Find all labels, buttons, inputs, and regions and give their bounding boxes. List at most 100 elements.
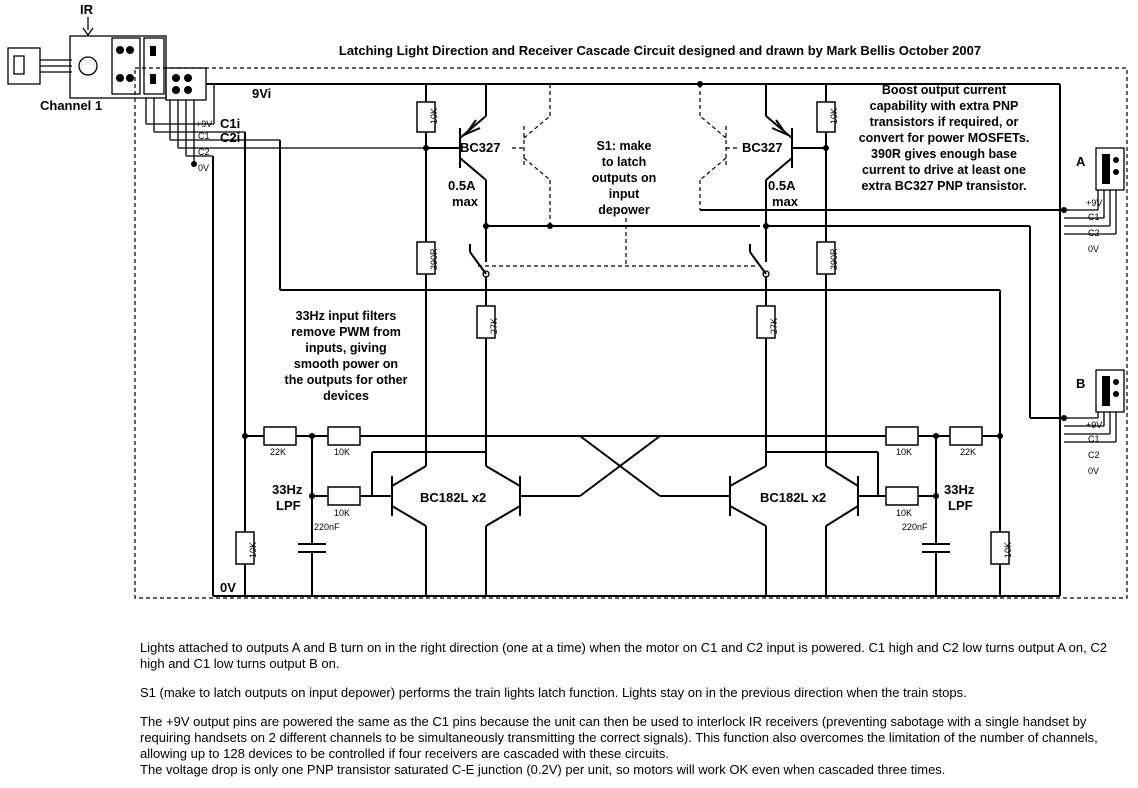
current-right-line2: max xyxy=(772,194,799,209)
diagram-title: Latching Light Direction and Receiver Ca… xyxy=(339,43,981,58)
svg-text:extra BC327 PNP transistor.: extra BC327 PNP transistor. xyxy=(861,179,1026,193)
output-connector-a xyxy=(1059,84,1125,596)
c2i-label: C2i xyxy=(220,130,240,145)
junction-output-a xyxy=(1061,207,1067,213)
r-10k-left-series-label: 10K xyxy=(334,447,350,457)
npn-transistors-left xyxy=(371,451,521,596)
description-paragraph-1: Lights attached to outputs A and B turn … xyxy=(140,640,1107,671)
svg-text:current to drive at least one: current to drive at least one xyxy=(862,163,1026,177)
svg-text:the outputs for other: the outputs for other xyxy=(285,373,408,387)
svg-text:depower: depower xyxy=(598,203,650,217)
channel-label: Channel 1 xyxy=(40,98,102,113)
pin-label-9v-b: +9V xyxy=(1086,420,1102,430)
output-connector-b xyxy=(1064,369,1125,443)
pin-label-0v-a: 0V xyxy=(1088,244,1099,254)
resistor-10k-right-series xyxy=(885,426,919,446)
pnp-transistor-right xyxy=(765,84,793,244)
svg-text:to latch: to latch xyxy=(602,155,646,169)
pin-label-c1-in: C1 xyxy=(198,131,210,141)
pin-label-c1-b: C1 xyxy=(1088,434,1100,444)
capacitor-220nf-left xyxy=(298,543,326,553)
svg-text:devices: devices xyxy=(323,389,369,403)
note-boost: Boost output current capability with ext… xyxy=(859,83,1030,193)
description-paragraph-4: The voltage drop is only one PNP transis… xyxy=(140,762,946,777)
r-390r-right-label: 390R xyxy=(829,248,839,270)
resistor-22k-left xyxy=(263,426,297,446)
npn-transistors-right xyxy=(729,451,879,596)
description-notes: Lights attached to outputs A and B turn … xyxy=(140,640,1120,778)
svg-text:33Hz input filters: 33Hz input filters xyxy=(296,309,397,323)
svg-text:capability with extra PNP: capability with extra PNP xyxy=(870,99,1019,113)
r-10k-right-top-label: 10K xyxy=(829,108,839,124)
r-22k-right-label: 22K xyxy=(960,447,976,457)
svg-text:inputs, giving: inputs, giving xyxy=(305,341,386,355)
svg-text:transistors if required, or: transistors if required, or xyxy=(870,115,1019,129)
pin-label-c1-a: C1 xyxy=(1088,212,1100,222)
output-a-label: A xyxy=(1076,154,1086,169)
r-10k-right-base-label: 10K xyxy=(896,508,912,518)
description-paragraph-2: S1 (make to latch outputs on input depow… xyxy=(140,685,967,700)
lpf-right-line2: LPF xyxy=(948,498,973,513)
note-filters: 33Hz input filters remove PWM from input… xyxy=(285,309,408,403)
junction-left-emitter xyxy=(483,223,489,229)
junction-output-b xyxy=(1061,415,1067,421)
capacitor-220nf-right xyxy=(922,543,950,553)
lpf-right-line1: 33Hz xyxy=(944,482,975,497)
extra-pnp-left-dashed xyxy=(512,84,551,226)
pin-label-0v-b: 0V xyxy=(1088,466,1099,476)
c-220nf-right-label: 220nF xyxy=(902,522,928,532)
pin-label-0v-in: 0V xyxy=(198,163,209,173)
r-22k-left-label: 22K xyxy=(270,447,286,457)
resistor-10k-left-series xyxy=(327,426,361,446)
pnp-left-label: BC327 xyxy=(460,140,500,155)
current-right-line1: 0.5A xyxy=(768,178,796,193)
svg-text:outputs on: outputs on xyxy=(592,171,657,185)
junction-right-extra-top xyxy=(697,81,703,87)
lpf-left-line1: 33Hz xyxy=(272,482,303,497)
r-27k-left-label: 27K xyxy=(489,318,499,334)
pnp-transistor-left xyxy=(459,84,487,244)
switch-s1-right xyxy=(749,244,770,306)
svg-text:Boost output current: Boost output current xyxy=(882,83,1007,97)
ir-receiver-connector xyxy=(7,35,207,164)
rail-0v-label: 0V xyxy=(220,580,236,595)
note-s1: S1: make to latch outputs on input depow… xyxy=(592,139,657,217)
r-10k-left-top-label: 10K xyxy=(429,108,439,124)
junction-left-extra xyxy=(547,223,553,229)
r-27k-right-label: 27K xyxy=(769,318,779,334)
pin-label-c2-a: C2 xyxy=(1088,228,1100,238)
svg-text:390R gives enough base: 390R gives enough base xyxy=(871,147,1017,161)
wire-cross-diag-2 xyxy=(579,435,661,497)
svg-text:S1: make: S1: make xyxy=(597,139,652,153)
resistor-22k-right xyxy=(949,426,983,446)
r-390r-left-label: 390R xyxy=(429,248,439,270)
output-b-label: B xyxy=(1076,376,1085,391)
pin-label-9v-a: +9V xyxy=(1086,198,1102,208)
pin-label-c2-in: C2 xyxy=(198,147,210,157)
lpf-left-line2: LPF xyxy=(276,498,301,513)
svg-text:convert for power MOSFETs.: convert for power MOSFETs. xyxy=(859,131,1030,145)
c-220nf-left-label: 220nF xyxy=(314,522,340,532)
pin-label-c2-b: C2 xyxy=(1088,450,1100,460)
svg-text:remove PWM from: remove PWM from xyxy=(291,325,401,339)
current-left-line1: 0.5A xyxy=(448,178,476,193)
resistor-10k-right-base xyxy=(885,486,919,506)
c1i-label: C1i xyxy=(220,116,240,131)
current-left-line2: max xyxy=(452,194,479,209)
r-10k-right-pull-label: 10K xyxy=(1003,542,1013,558)
description-paragraph-3: The +9V output pins are powered the same… xyxy=(140,714,1098,761)
switch-s1-left xyxy=(469,244,490,306)
r-10k-right-series-label: 10K xyxy=(896,447,912,457)
pnp-right-label: BC327 xyxy=(742,140,782,155)
ir-label: IR xyxy=(80,2,94,17)
npn-left-label: BC182L x2 xyxy=(420,490,486,505)
extra-pnp-right-dashed xyxy=(699,84,740,210)
r-10k-left-base-label: 10K xyxy=(334,508,350,518)
svg-text:input: input xyxy=(609,187,640,201)
resistor-10k-left-base xyxy=(327,486,361,506)
npn-right-label: BC182L x2 xyxy=(760,490,826,505)
board-outline xyxy=(134,67,1128,599)
circuit-schematic: Latching Light Direction and Receiver Ca… xyxy=(7,2,1128,599)
r-10k-left-pull-label: 10K xyxy=(248,542,258,558)
ir-arrow-head xyxy=(82,27,94,37)
